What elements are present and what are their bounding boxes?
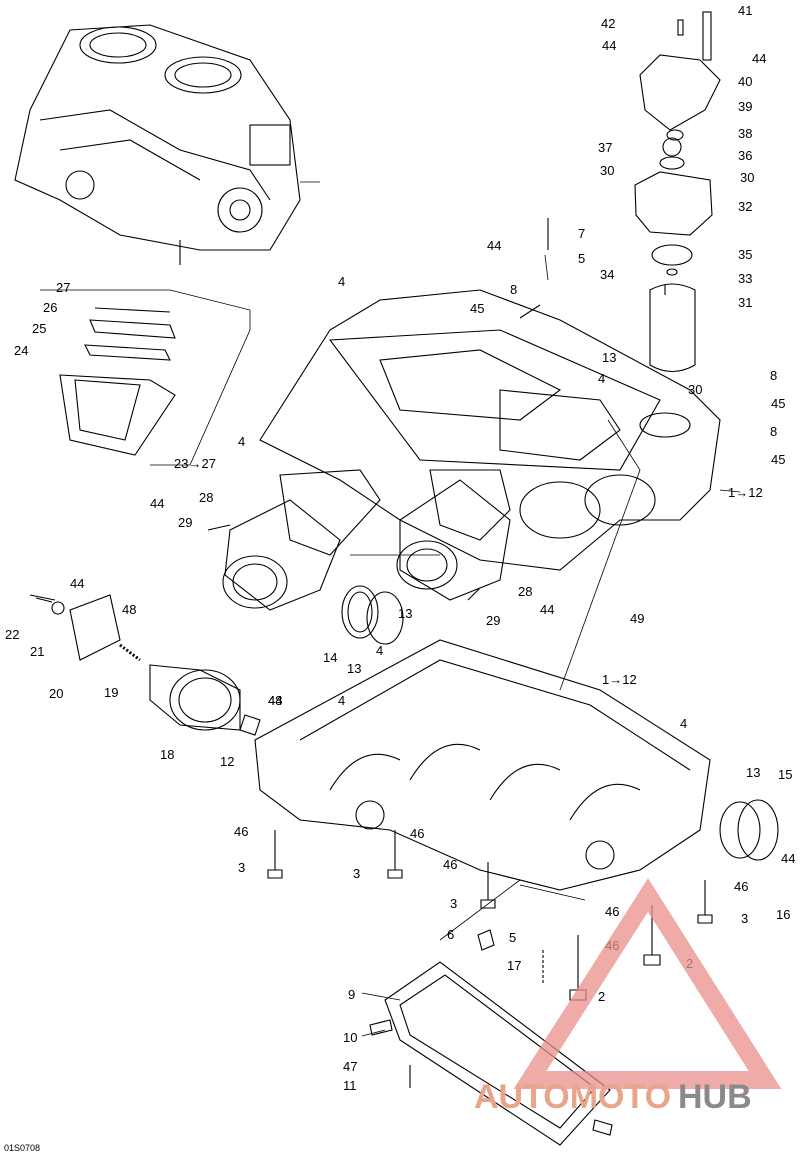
callout-label: 40 xyxy=(738,74,752,89)
bolts-drawing xyxy=(35,218,713,1001)
callout-label: 8 xyxy=(770,424,777,439)
callout-label: 29 xyxy=(486,613,500,628)
callout-label: 13 xyxy=(398,606,412,621)
starter-drive-drawing xyxy=(29,594,261,736)
callout-label: 33 xyxy=(738,271,752,286)
callout-label: 25 xyxy=(32,321,46,336)
callout-label: 22 xyxy=(5,627,19,642)
callout-label: 3 xyxy=(353,866,360,881)
callout-label: 34 xyxy=(600,267,614,282)
callout-label: 8 xyxy=(770,368,777,383)
water-pump-drawing xyxy=(634,11,721,373)
callout-label: 36 xyxy=(738,148,752,163)
reed-valve-drawing xyxy=(59,307,176,456)
callout-label: 46 xyxy=(443,857,457,872)
callout-label: 41 xyxy=(738,3,752,18)
callout-label: 10 xyxy=(343,1030,357,1045)
callout-label: 27 xyxy=(56,280,70,295)
callout-label: 44 xyxy=(268,693,282,708)
callout-label: 6 xyxy=(447,927,454,942)
callout-label: 13 xyxy=(602,350,616,365)
engine-assembly-drawing xyxy=(14,24,301,265)
callout-label: 3 xyxy=(450,896,457,911)
callout-label: 44 xyxy=(781,851,795,866)
callout-label: 44 xyxy=(540,602,554,617)
callout-label: 5 xyxy=(578,251,585,266)
callout-label: 30 xyxy=(600,163,614,178)
callout-label: 46 xyxy=(605,904,619,919)
callout-label: 32 xyxy=(738,199,752,214)
callout-label: 44 xyxy=(752,51,766,66)
callout-label: 12 xyxy=(220,754,234,769)
callout-label: 46 xyxy=(410,826,424,841)
callout-label: 23→27 xyxy=(174,456,216,471)
callout-label: 45 xyxy=(771,396,785,411)
callout-label: 9 xyxy=(348,987,355,1002)
callout-label: 13 xyxy=(347,661,361,676)
callout-label: 4 xyxy=(598,371,605,386)
callout-label: 48 xyxy=(268,693,282,708)
callout-label: 46 xyxy=(234,824,248,839)
callout-label: 44 xyxy=(70,576,84,591)
callout-label: 30 xyxy=(740,170,754,185)
callout-label: 49 xyxy=(630,611,644,626)
leader-lines xyxy=(300,181,741,1037)
intake-pan-drawing xyxy=(369,961,613,1146)
callout-label: 14 xyxy=(323,650,337,665)
callout-label: 5 xyxy=(509,930,516,945)
callout-label: 4 xyxy=(338,693,345,708)
callout-label: 20 xyxy=(49,686,63,701)
callout-label: 44 xyxy=(150,496,164,511)
callout-label: 26 xyxy=(43,300,57,315)
callout-label: 3 xyxy=(238,860,245,875)
upper-crankcase-drawing xyxy=(259,289,721,571)
callout-label: 38 xyxy=(738,126,752,141)
callout-label: 4 xyxy=(680,716,687,731)
callout-label: 44 xyxy=(602,38,616,53)
automotohub-watermark: AUTOMOTO HUB xyxy=(474,878,782,1116)
callout-label: 45 xyxy=(771,452,785,467)
callout-label: 4 xyxy=(238,434,245,449)
callout-label: 2 xyxy=(598,989,605,1004)
callout-label: 3 xyxy=(741,911,748,926)
callout-label: 31 xyxy=(738,295,752,310)
callout-label: 30 xyxy=(688,382,702,397)
callout-label: 17 xyxy=(507,958,521,973)
callout-label: 24 xyxy=(14,343,28,358)
callout-label: 28 xyxy=(199,490,213,505)
intake-manifold-drawing xyxy=(222,469,511,611)
lower-crankcase-drawing xyxy=(254,639,711,891)
watermark-part2: HUB xyxy=(678,1078,752,1116)
callout-label: 48 xyxy=(122,602,136,617)
callout-label: 7 xyxy=(578,226,585,241)
seal-rings-drawing xyxy=(341,585,779,861)
callout-label: 13 xyxy=(746,765,760,780)
drawing-code: 01S0708 xyxy=(4,1143,41,1153)
callout-label: 29 xyxy=(178,515,192,530)
callout-label: 44 xyxy=(487,238,501,253)
callout-label: 47 xyxy=(343,1059,357,1074)
callout-label: 11 xyxy=(343,1078,357,1093)
callout-label: 46 xyxy=(734,879,748,894)
callout-label: 37 xyxy=(598,140,612,155)
callout-label: 4 xyxy=(376,643,383,658)
callout-label: 8 xyxy=(510,282,517,297)
callout-label: 19 xyxy=(104,685,118,700)
callout-label: 39 xyxy=(738,99,752,114)
callout-label: 35 xyxy=(738,247,752,262)
callout-label: 45 xyxy=(470,301,484,316)
callout-label: 21 xyxy=(30,644,44,659)
watermark-part1: AUTOMOTO xyxy=(474,1078,671,1116)
callout-label: 15 xyxy=(778,767,792,782)
callout-label: 42 xyxy=(601,16,615,31)
callout-label: 1→12 xyxy=(602,672,637,687)
callout-label: 16 xyxy=(776,907,790,922)
callout-label: 18 xyxy=(160,747,174,762)
callout-label: 4 xyxy=(338,274,345,289)
callout-label: 1→12 xyxy=(728,485,763,500)
callout-label: 28 xyxy=(518,584,532,599)
